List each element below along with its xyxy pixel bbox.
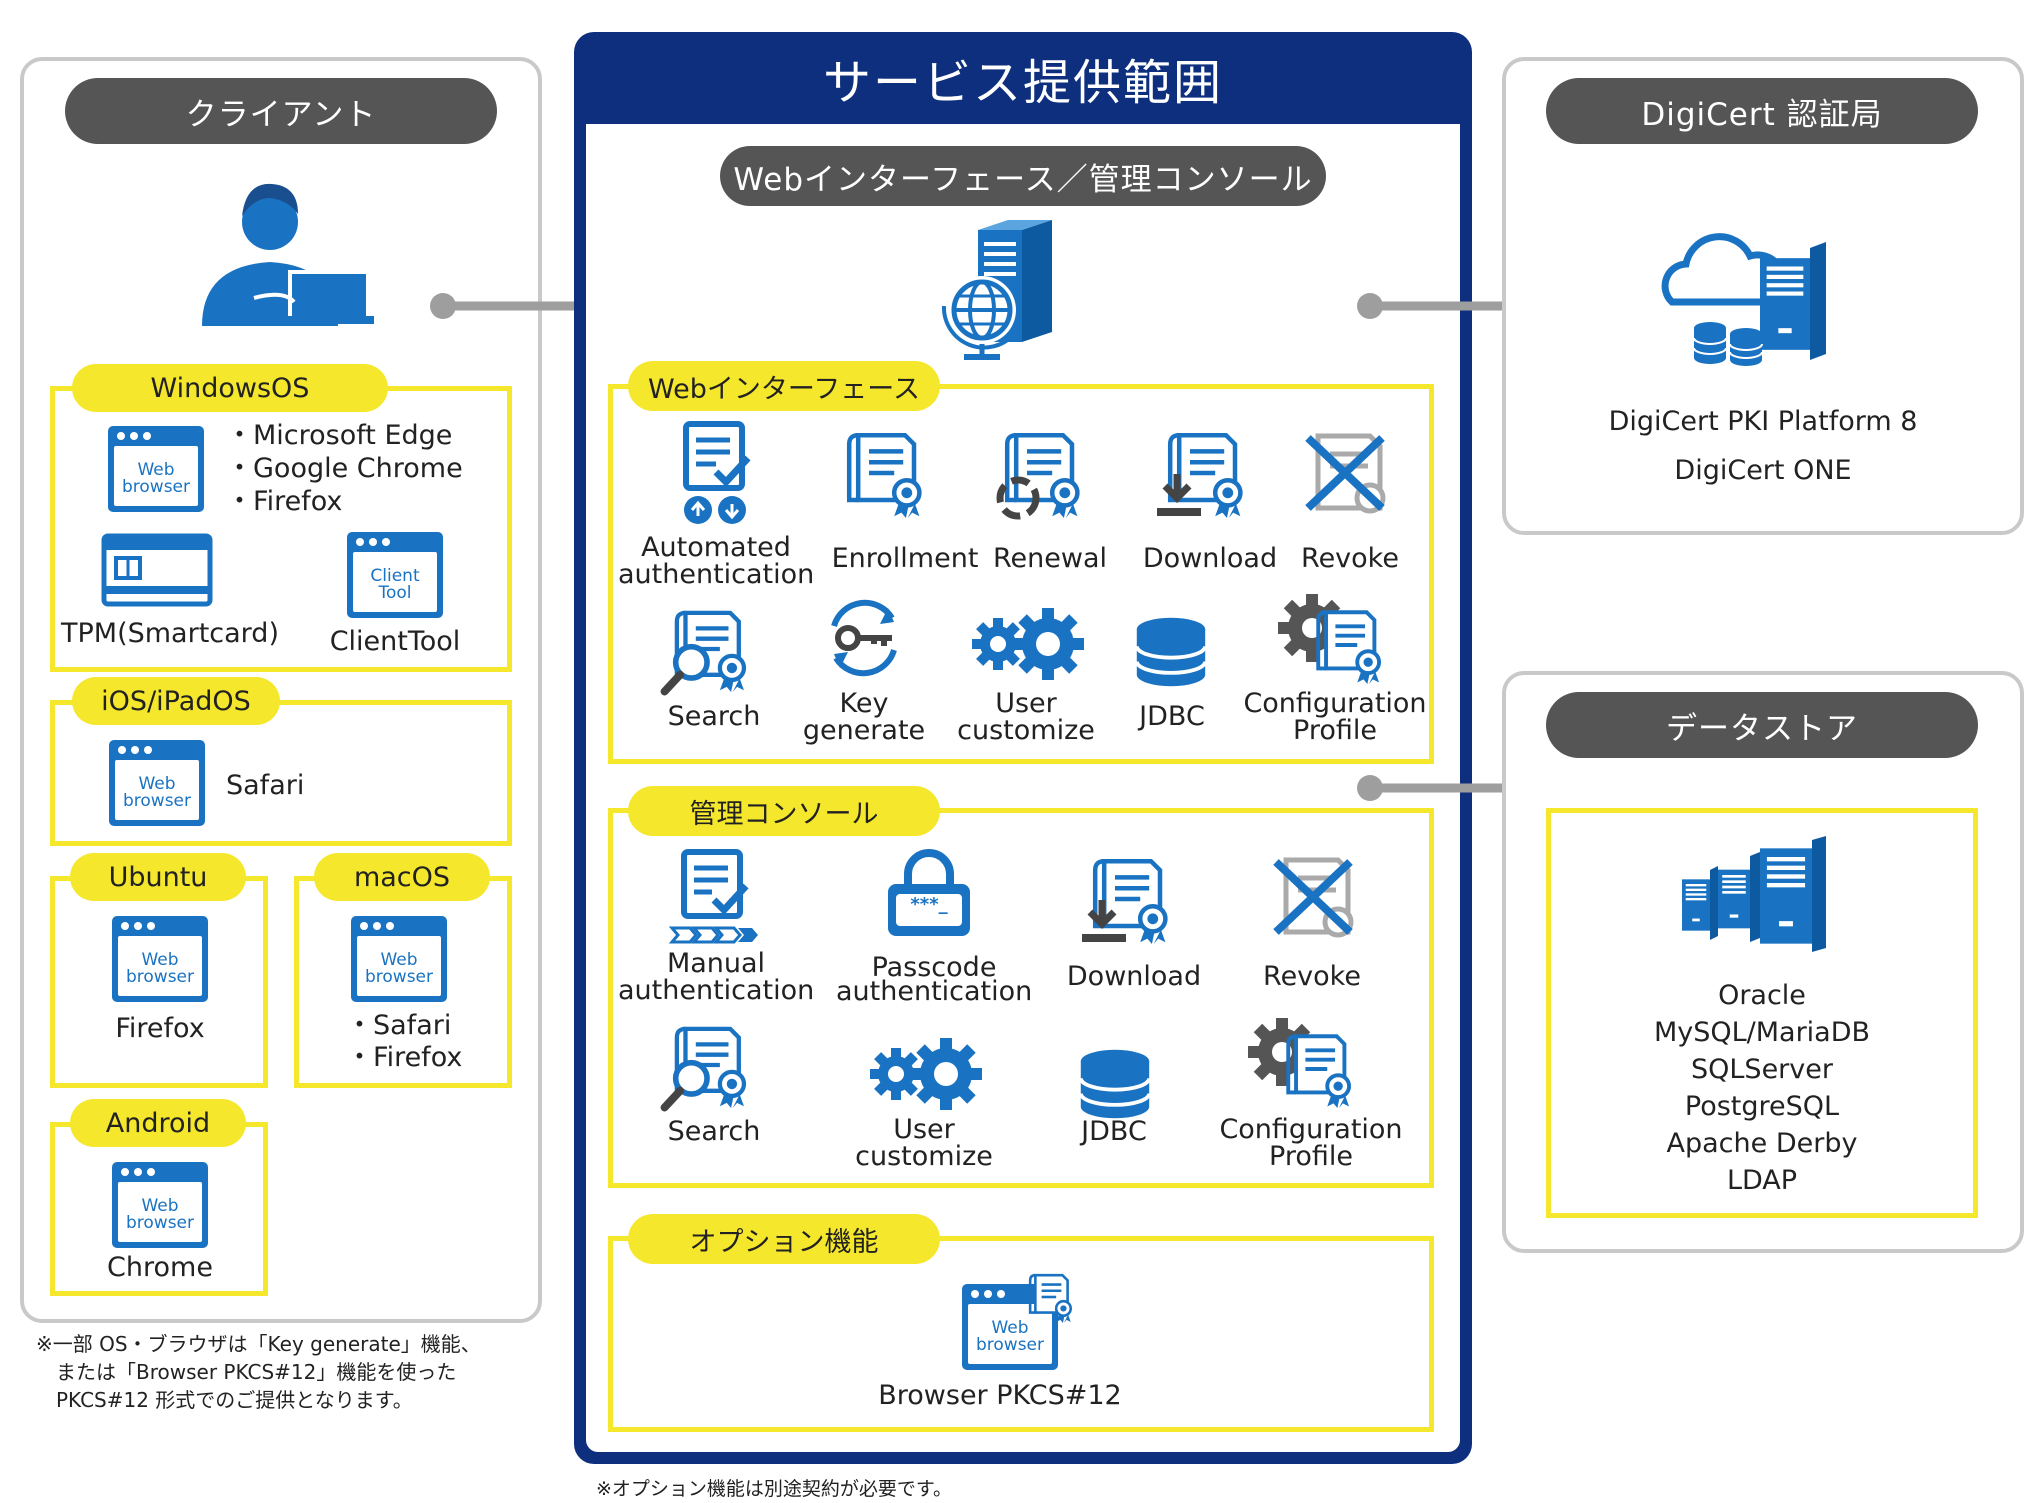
- download-icon: [1082, 852, 1178, 952]
- renewal-icon: [996, 426, 1092, 524]
- search-label: Search: [667, 701, 761, 732]
- browser-pkcs12-label: Browser PKCS#12: [878, 1380, 1122, 1411]
- ubuntu-heading: Ubuntu: [70, 853, 246, 901]
- user-laptop-icon: [202, 183, 374, 326]
- clienttool-label: ClientTool: [329, 626, 461, 657]
- search-icon: [660, 1020, 756, 1116]
- download-label: Download: [1142, 543, 1278, 574]
- option-heading: オプション機能: [628, 1214, 940, 1264]
- renewal-label: Renewal: [992, 543, 1107, 574]
- passcode-mask: ***_: [910, 894, 948, 915]
- macos-browser-list: ・Safari ・Firefox: [346, 1010, 463, 1074]
- tpm-label: TPM(Smartcard): [61, 618, 279, 649]
- enrollment-icon: [842, 426, 932, 520]
- database-servers-icon: [1682, 836, 1826, 952]
- jdbc-label: JDBC: [1081, 1116, 1147, 1147]
- manual-authentication-icon: [668, 849, 758, 944]
- client-footnote: ※一部 OS・ブラウザは「Key generate」機能、 または「Browse…: [36, 1332, 481, 1412]
- download-label: Download: [1066, 961, 1202, 992]
- user-customize-icon: [864, 1034, 984, 1114]
- smartcard-icon: [101, 533, 213, 607]
- automated-authentication-icon: [683, 421, 751, 524]
- search-label: Search: [667, 1116, 761, 1147]
- console-heading: 管理コンソール: [628, 786, 940, 836]
- server-globe-icon: [941, 220, 1052, 360]
- user-customize-icon: [966, 604, 1086, 684]
- ios-heading: iOS/iPadOS: [72, 677, 280, 725]
- web-interface-heading: Webインターフェース: [628, 361, 940, 411]
- service-title: サービス提供範囲: [822, 55, 1223, 111]
- jdbc-icon: [1076, 1046, 1154, 1122]
- datastore-title: データストア: [1546, 692, 1978, 758]
- configuration-profile-icon: [1278, 594, 1390, 690]
- jdbc-label: JDBC: [1139, 701, 1205, 732]
- revoke-icon: [1273, 857, 1354, 938]
- revoke-label: Revoke: [1263, 961, 1361, 992]
- windows-heading: WindowsOS: [72, 364, 388, 412]
- windows-browser-list: ・Microsoft Edge ・Google Chrome ・Firefox: [226, 420, 463, 517]
- download-icon: [1157, 426, 1253, 526]
- cloud-server-icon: [1661, 233, 1826, 366]
- macos-heading: macOS: [314, 853, 490, 901]
- configuration-profile-icon: [1248, 1018, 1360, 1114]
- service-subtitle: Webインターフェース／管理コンソール: [720, 146, 1326, 206]
- revoke-icon: [1305, 433, 1386, 514]
- jdbc-icon: [1132, 614, 1210, 690]
- datastore-items: Oracle MySQL/MariaDB SQLServer PostgreSQ…: [1653, 980, 1871, 1196]
- option-footnote: ※オプション機能は別途契約が必要です。: [596, 1478, 953, 1500]
- ubuntu-browser-label: Firefox: [115, 1013, 205, 1044]
- key-generate-icon: [831, 599, 897, 677]
- search-icon: [660, 604, 756, 700]
- enrollment-label: Enrollment: [831, 543, 979, 574]
- android-heading: Android: [70, 1099, 246, 1147]
- passcode-lock-icon: [888, 849, 970, 936]
- ios-browser-label: Safari: [226, 770, 305, 801]
- android-browser-label: Chrome: [107, 1252, 213, 1283]
- ca-title: DigiCert 認証局: [1546, 78, 1978, 144]
- client-title: クライアント: [65, 78, 497, 144]
- revoke-label: Revoke: [1301, 543, 1399, 574]
